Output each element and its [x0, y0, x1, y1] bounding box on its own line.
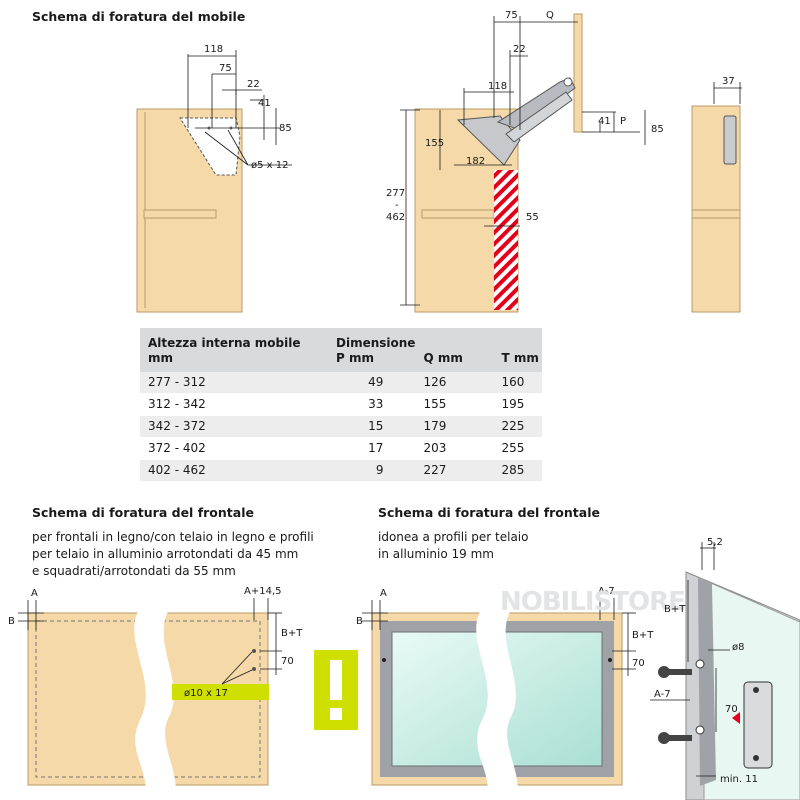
detail-3d	[658, 571, 800, 800]
dim-118-mid: 118	[488, 81, 507, 92]
table-row: 342 - 372 15 179 225	[140, 415, 542, 438]
dim-a-minus-7-2: A-7	[654, 689, 671, 700]
dim-75: 75	[219, 63, 232, 74]
paragraph-line: e squadrati/arrotondati da 55 mm	[32, 564, 236, 578]
hole-marker	[207, 126, 211, 130]
dim-70-2: 70	[632, 658, 645, 669]
header-altezza: Altezza interna mobile mm	[140, 328, 328, 372]
lift-mechanism-side	[723, 115, 737, 165]
dim-b-2: B	[356, 616, 363, 627]
paragraph-line: per telaio in alluminio arrotondati da 4…	[32, 547, 299, 561]
cell-p: 33	[328, 393, 416, 416]
dimensions-left	[187, 50, 292, 166]
dim-dash: -	[395, 200, 399, 211]
dim-a-2: A	[380, 588, 387, 599]
hinge-plate	[743, 681, 773, 769]
cell-range: 372 - 402	[140, 437, 328, 460]
dim-75-mid: 75	[505, 10, 518, 21]
dim-min-11: min. 11	[720, 774, 758, 785]
dim-p: P	[620, 116, 626, 127]
watermark-logo: NOBILISTORE.it	[500, 587, 714, 617]
dimensions-table: Altezza interna mobile mm Dimensione P m…	[140, 328, 542, 482]
dim-155: 155	[425, 138, 444, 149]
dim-hole-10: ø10 x 17	[184, 688, 228, 699]
dim-277: 277	[386, 188, 405, 199]
table-row: 372 - 402 17 203 255	[140, 437, 542, 460]
cabinet-left	[136, 108, 243, 313]
dimensions-middle	[400, 16, 646, 306]
dim-bt-3: B+T	[664, 604, 686, 615]
dim-b: B	[8, 616, 15, 627]
paragraph-line: per frontali in legno/con telaio in legn…	[32, 530, 314, 544]
dim-182: 182	[466, 156, 485, 167]
cell-t: 195	[493, 393, 542, 416]
cell-p: 49	[328, 372, 416, 394]
front-panel-wood	[27, 608, 269, 795]
door-open	[573, 13, 583, 133]
dim-a-plus: A+14,5	[244, 586, 282, 597]
dim-118: 118	[204, 44, 223, 55]
dim-a: A	[31, 588, 38, 599]
dim-bt-2: B+T	[632, 630, 654, 641]
cell-t: 225	[493, 415, 542, 438]
dim-55: 55	[526, 212, 539, 223]
dim-5-2: 5,2	[707, 537, 723, 548]
cell-t: 285	[493, 459, 542, 482]
hole-marker	[229, 126, 233, 130]
cell-p: 9	[328, 459, 416, 482]
cell-range: 342 - 372	[140, 415, 328, 438]
dim-70-3: 70	[725, 704, 738, 715]
clearance-zone	[494, 170, 518, 310]
cell-range: 402 - 462	[140, 459, 328, 482]
header-q: Q mm	[415, 328, 494, 372]
cabinet-middle	[414, 13, 583, 313]
cell-t: 160	[493, 372, 542, 394]
dim-462: 462	[386, 212, 405, 223]
cabinet-right	[691, 105, 741, 313]
table-header-row: Altezza interna mobile mm Dimensione P m…	[140, 328, 542, 372]
dim-hole-8: ø8	[732, 642, 744, 653]
paragraph-frontale-1: per frontali in legno/con telaio in legn…	[32, 529, 314, 580]
dim-41-mid: 41	[598, 116, 611, 127]
cell-q: 126	[415, 372, 494, 394]
header-t: T mm	[493, 328, 542, 372]
dim-a-minus-7: A-7	[598, 586, 615, 597]
warning-exclamation-icon	[314, 650, 358, 730]
cell-range: 277 - 312	[140, 372, 328, 394]
dim-85: 85	[279, 123, 292, 134]
cell-t: 255	[493, 437, 542, 460]
title-frontale-2: Schema di foratura del frontale	[378, 505, 600, 520]
dim-85-mid: 85	[651, 124, 664, 135]
dim-hole-diameter: ø5 x 12	[251, 160, 288, 171]
dim-q: Q	[546, 10, 554, 21]
arrow-indicator-icon	[732, 712, 740, 724]
table-row: 312 - 342 33 155 195	[140, 393, 542, 416]
front-panel-aluminium	[371, 608, 623, 795]
dim-22: 22	[247, 79, 260, 90]
cell-q: 203	[415, 437, 494, 460]
paragraph-line: in alluminio 19 mm	[378, 547, 494, 561]
dim-37: 37	[722, 76, 735, 87]
hole-label-box	[172, 684, 269, 700]
title-frontale-1: Schema di foratura del frontale	[32, 505, 254, 520]
cell-range: 312 - 342	[140, 393, 328, 416]
cell-q: 155	[415, 393, 494, 416]
cell-q: 227	[415, 459, 494, 482]
dim-bt: B+T	[281, 628, 303, 639]
paragraph-line: idonea a profili per telaio	[378, 530, 529, 544]
title-mobile: Schema di foratura del mobile	[32, 9, 246, 24]
cell-p: 15	[328, 415, 416, 438]
paragraph-frontale-2: idonea a profili per telaio in alluminio…	[378, 529, 529, 563]
dim-70: 70	[281, 656, 294, 667]
table-row: 402 - 462 9 227 285	[140, 459, 542, 482]
table-row: 277 - 312 49 126 160	[140, 372, 542, 394]
dim-22-mid: 22	[513, 44, 526, 55]
dim-41: 41	[258, 98, 271, 109]
header-p: Dimensione P mm	[328, 328, 416, 372]
cell-p: 17	[328, 437, 416, 460]
cell-q: 179	[415, 415, 494, 438]
